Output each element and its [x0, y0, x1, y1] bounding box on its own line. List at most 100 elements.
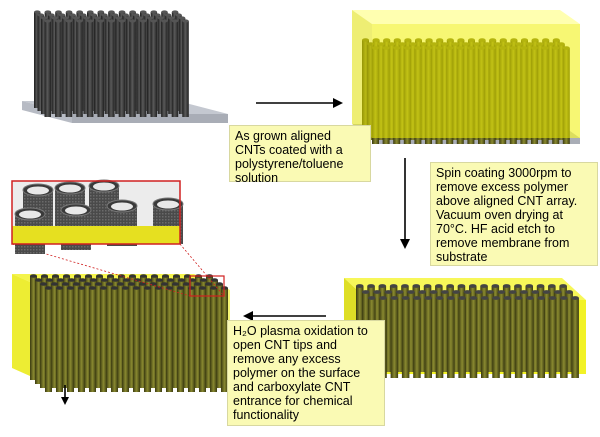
nanotube-tip: [30, 274, 37, 278]
nanotube-tip: [491, 284, 500, 288]
note-line: 70°C. HF acid etch to: [436, 222, 555, 236]
note-line: Vacuum oven drying at: [436, 208, 563, 222]
nanotube: [565, 292, 573, 372]
nanotube: [139, 284, 146, 388]
nanotube-tip: [94, 16, 101, 20]
nanotube-tip: [537, 296, 545, 300]
nanotube: [69, 15, 76, 111]
nanotube-tip: [150, 19, 157, 23]
arrow-continue-down: [61, 385, 69, 405]
nanotube-tip: [108, 19, 115, 23]
inset-magnified-view: [11, 179, 184, 254]
note-line: above aligned CNT array.: [436, 194, 578, 208]
nanotube-tip: [463, 290, 472, 294]
nanotube: [35, 280, 42, 384]
nanotube: [122, 288, 129, 392]
nanotube-tip: [503, 296, 512, 300]
nanotube-tip: [144, 286, 151, 290]
nanotube-tip: [52, 274, 59, 278]
nanotube: [86, 21, 94, 117]
nanotube-tip: [446, 284, 454, 288]
nanotube: [571, 298, 579, 378]
nanotube-tip: [211, 278, 218, 282]
nanotube: [503, 298, 512, 378]
nanotube: [183, 284, 190, 388]
nanotube-tip: [188, 286, 195, 290]
nanotube-tip: [155, 286, 162, 290]
nanotube-tip: [542, 290, 551, 294]
nanotube-tip: [123, 278, 130, 282]
nanotube-tip: [100, 286, 107, 290]
nanotube-tip: [111, 13, 119, 17]
nanotube-tip: [129, 10, 136, 14]
nanotube: [210, 288, 217, 392]
nanotube-tip: [129, 19, 136, 23]
nanotube: [48, 15, 55, 111]
nanotube-tip: [526, 296, 534, 300]
nanotube-tip: [531, 290, 539, 294]
nanotube: [407, 292, 415, 372]
nanotube: [147, 18, 154, 114]
note-line: remove excess polymer: [436, 180, 568, 194]
nanotube: [128, 284, 135, 388]
nanotube-tip: [447, 296, 455, 300]
nanotube: [108, 21, 115, 117]
nanotube: [100, 288, 107, 392]
arrow-step3-to-step4: [243, 311, 326, 321]
nanotube-tip: [486, 290, 494, 294]
note-line: functionality: [233, 408, 300, 422]
nanotube-tip: [58, 13, 66, 17]
nanotube-tip: [115, 16, 122, 20]
stage2-coated-array: [352, 10, 580, 144]
nanotube-tip: [413, 296, 421, 300]
nanotube-tip: [151, 274, 158, 278]
nanotube-tip: [84, 282, 91, 286]
stage2-polymer-side: [352, 10, 372, 138]
nanotube: [144, 288, 151, 392]
note-line: Spin coating 3000rpm to: [436, 166, 572, 180]
nanotube-tip: [423, 284, 432, 288]
nanotube-tip: [55, 10, 62, 14]
nanotube-tip: [73, 282, 80, 286]
arrow-left-head: [243, 311, 253, 321]
nanotube-tip: [514, 284, 522, 288]
nanotube: [526, 298, 534, 378]
nanotube-tip: [199, 286, 206, 290]
inset-border: [11, 180, 181, 245]
nanotube-tip: [111, 286, 118, 290]
nanotube: [424, 298, 432, 378]
nanotube: [531, 292, 539, 372]
nanotube-tip: [89, 286, 96, 290]
nanotube-tip: [520, 290, 528, 294]
nanotube-tip: [508, 290, 517, 294]
nanotube-tip: [560, 296, 568, 300]
nanotube-tip: [76, 10, 83, 14]
nanotube: [475, 292, 483, 372]
nanotube-tip: [183, 282, 190, 286]
arrow-step1-to-step2: [256, 98, 343, 108]
nanotube-tip: [90, 13, 97, 17]
nanotube: [65, 21, 73, 117]
nanotube-tip: [161, 10, 168, 14]
nanotube-tip: [168, 16, 175, 20]
nanotube-tip: [384, 290, 393, 294]
nanotube: [56, 288, 63, 392]
nanotube: [129, 21, 136, 117]
nanotube-tip: [175, 13, 182, 17]
nanotube-tip: [480, 284, 488, 288]
nanotube: [72, 18, 80, 114]
nanotube-tip: [435, 284, 443, 288]
nanotube-tip: [429, 290, 438, 294]
stage2-polymer-back: [352, 10, 580, 24]
nanotube: [143, 15, 150, 111]
nanotube-tip: [172, 282, 179, 286]
nanotube: [150, 284, 157, 388]
nanotube-tip: [62, 16, 69, 20]
nanotube: [157, 18, 165, 114]
nanotube: [486, 292, 494, 372]
nanotube-tip: [128, 282, 135, 286]
nanotube-tip: [69, 13, 76, 17]
nanotube: [177, 288, 184, 392]
